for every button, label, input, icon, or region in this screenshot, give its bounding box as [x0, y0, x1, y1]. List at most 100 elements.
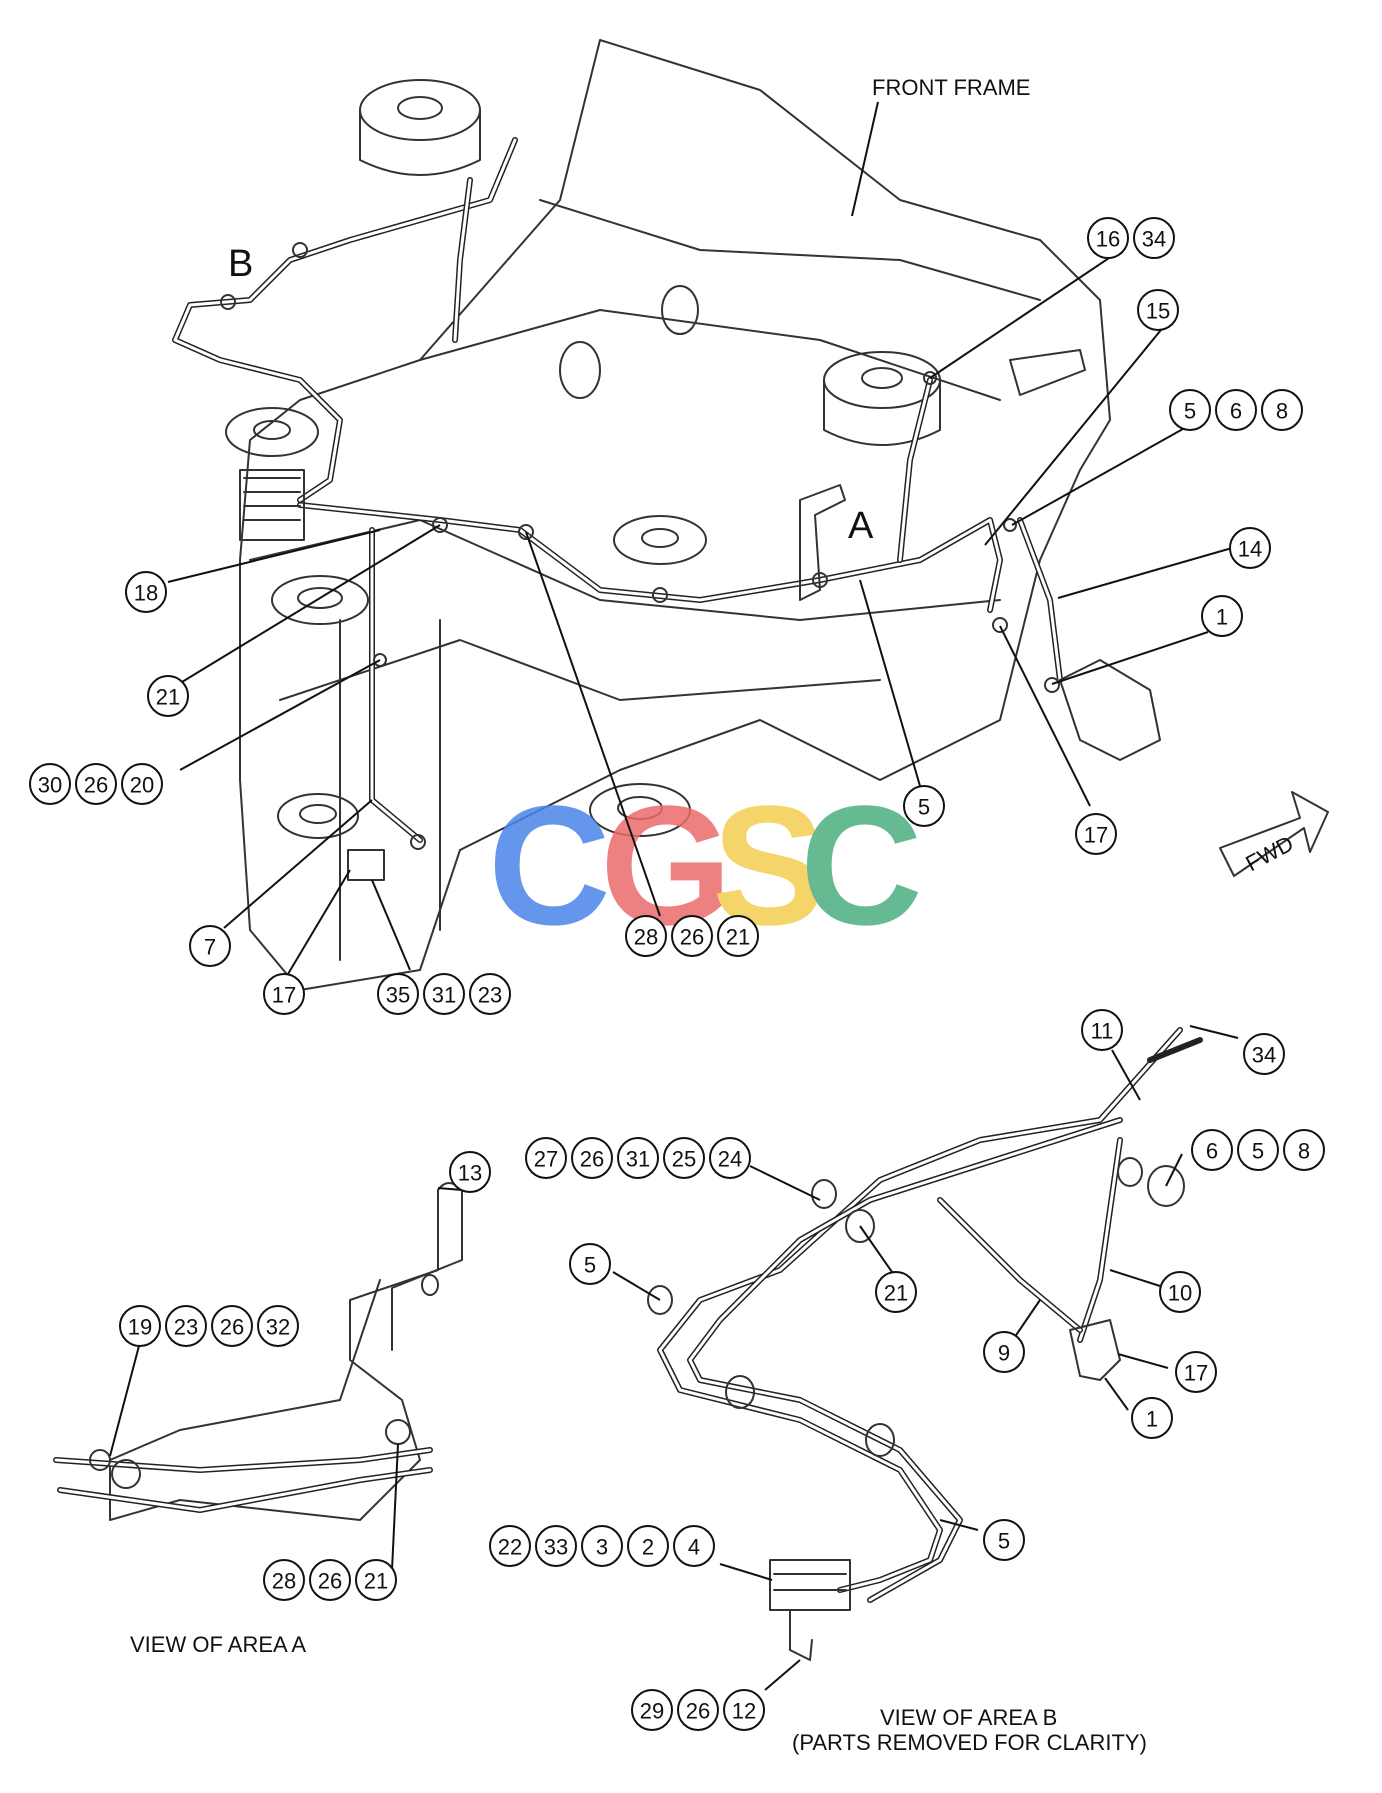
- callout-number: 28: [272, 1569, 296, 1594]
- callout-bubble: [571, 1137, 613, 1179]
- callout-number: 7: [204, 935, 216, 960]
- callout-bubble: [29, 763, 71, 805]
- callout-number: 5: [918, 795, 930, 820]
- callout-number: 32: [266, 1315, 290, 1340]
- callout-number: 31: [432, 983, 456, 1008]
- callout-bubble: [1261, 389, 1303, 431]
- callout-bubble: [309, 1559, 351, 1601]
- callout-number: 5: [998, 1529, 1010, 1554]
- callout-number: 21: [884, 1281, 908, 1306]
- callout-number: 25: [672, 1147, 696, 1172]
- callout-group: 21: [875, 1271, 917, 1313]
- callout-bubble: [875, 1271, 917, 1313]
- callout-bubble: [709, 1137, 751, 1179]
- area-b-marker: B: [228, 243, 253, 285]
- callout-group: 17: [1175, 1351, 1217, 1393]
- callout-number: 13: [458, 1161, 482, 1186]
- callout-number: 26: [580, 1147, 604, 1172]
- callout-bubble: [1201, 595, 1243, 637]
- callout-bubble: [1081, 1009, 1123, 1051]
- watermark-logo: C G S C: [488, 771, 923, 961]
- callout-number: 34: [1252, 1043, 1276, 1068]
- callout-bubble: [1075, 813, 1117, 855]
- callout-group: 7: [189, 925, 231, 967]
- callout-group: 13: [449, 1151, 491, 1193]
- callout-number: 31: [626, 1147, 650, 1172]
- callout-number: 24: [718, 1147, 742, 1172]
- callout-number: 28: [634, 925, 658, 950]
- watermark-letter: C: [800, 771, 923, 961]
- callout-group: 11: [1081, 1009, 1123, 1051]
- callout-number: 10: [1168, 1281, 1192, 1306]
- area-a-view-drawing: [53, 1182, 463, 1521]
- callout-bubble: [525, 1137, 567, 1179]
- callout-bubble: [469, 973, 511, 1015]
- callout-bubble: [617, 1137, 659, 1179]
- callout-number: 9: [998, 1341, 1010, 1366]
- callout-bubble: [377, 973, 419, 1015]
- callout-bubble: [1159, 1271, 1201, 1313]
- callout-number: 6: [1230, 399, 1242, 424]
- callout-group: 18: [125, 571, 167, 613]
- callout-bubble: [147, 675, 189, 717]
- callout-bubble: [263, 1559, 305, 1601]
- callout-number: 12: [732, 1699, 756, 1724]
- forward-arrow-icon: FWD: [1219, 791, 1329, 877]
- callout-bubble: [211, 1305, 253, 1347]
- callout-group: 17: [263, 973, 305, 1015]
- callout-number: 5: [584, 1253, 596, 1278]
- area-a-marker: A: [848, 505, 874, 547]
- callout-bubble: [1283, 1129, 1325, 1171]
- callout-number: 26: [686, 1699, 710, 1724]
- callout-bubble: [983, 1331, 1025, 1373]
- callout-number: 23: [478, 983, 502, 1008]
- callout-number: 1: [1216, 605, 1228, 630]
- callout-bubble: [1243, 1033, 1285, 1075]
- callout-bubble: [723, 1689, 765, 1731]
- callout-bubble: [535, 1525, 577, 1567]
- callout-bubble: [1237, 1129, 1279, 1171]
- callout-number: 21: [364, 1569, 388, 1594]
- callout-number: 26: [318, 1569, 342, 1594]
- callout-number: 17: [1084, 823, 1108, 848]
- area-b-view-drawing: [647, 1027, 1203, 1661]
- callout-bubble: [677, 1689, 719, 1731]
- callout-group: 5: [903, 785, 945, 827]
- callout-bubble: [1191, 1129, 1233, 1171]
- callout-number: 8: [1276, 399, 1288, 424]
- callout-number: 18: [134, 581, 158, 606]
- callout-bubble: [1169, 389, 1211, 431]
- callout-bubble: [189, 925, 231, 967]
- callout-bubble: [673, 1525, 715, 1567]
- callout-group: 15: [1137, 289, 1179, 331]
- callout-group: 34: [1243, 1033, 1285, 1075]
- front-frame-leader: [851, 101, 879, 217]
- callout-number: 1: [1146, 1407, 1158, 1432]
- callout-number: 30: [38, 773, 62, 798]
- callout-bubble: [1137, 289, 1179, 331]
- callout-group: 5: [983, 1519, 1025, 1561]
- callout-number: 5: [1252, 1139, 1264, 1164]
- callout-bubble: [489, 1525, 531, 1567]
- callout-bubble: [983, 1519, 1025, 1561]
- view-area-b-caption: VIEW OF AREA B: [880, 1705, 1057, 1730]
- callout-number: 6: [1206, 1139, 1218, 1164]
- callout-number: 16: [1096, 227, 1120, 252]
- callout-number: 14: [1238, 537, 1262, 562]
- callout-number: 19: [128, 1315, 152, 1340]
- callout-bubble: [627, 1525, 669, 1567]
- callout-bubble: [75, 763, 117, 805]
- front-frame-label: FRONT FRAME: [872, 75, 1030, 100]
- callout-group: 10: [1159, 1271, 1201, 1313]
- callout-group: 17: [1075, 813, 1117, 855]
- callout-number: 26: [220, 1315, 244, 1340]
